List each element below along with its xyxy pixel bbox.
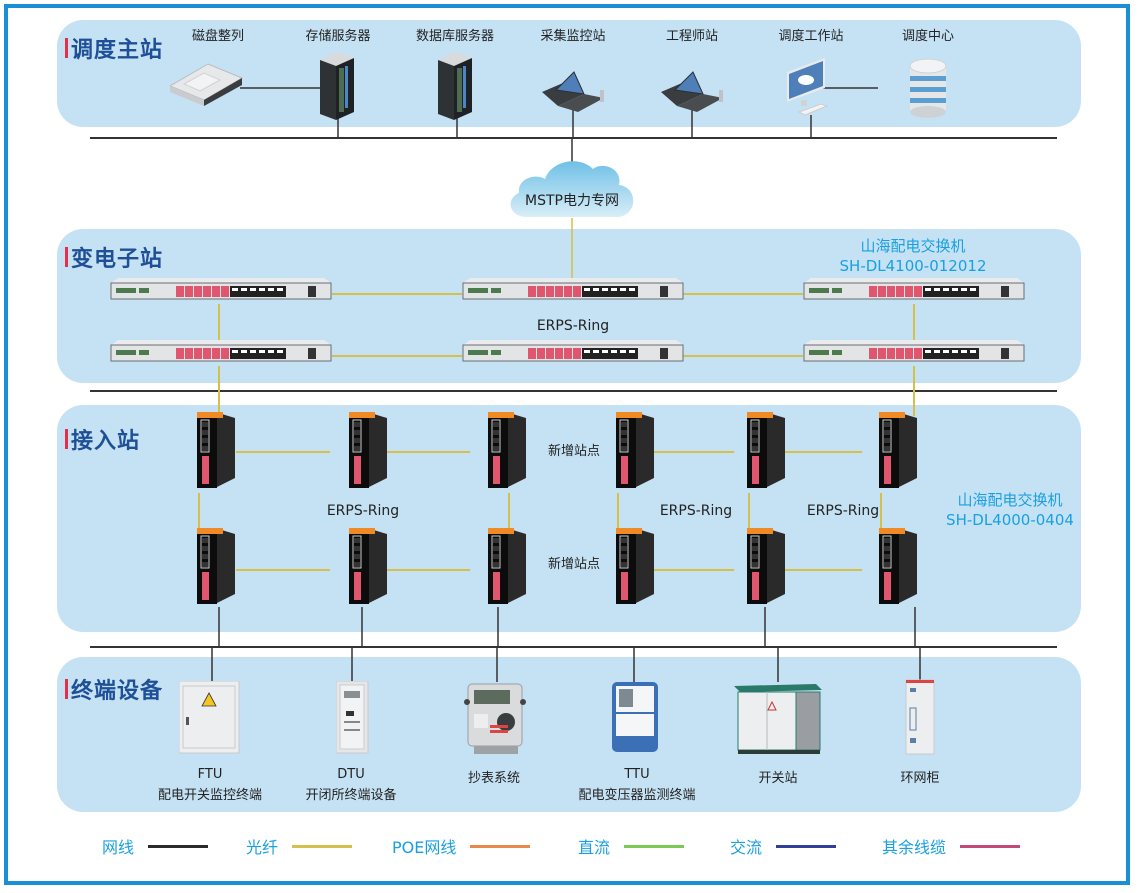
device-label: 调度中心 — [901, 29, 955, 44]
device-label: 存储服务器 — [305, 29, 371, 44]
zone-title-text: 调度主站 — [71, 38, 164, 63]
substation-switch-model: SH-DL4100-012012 — [839, 257, 987, 275]
accent-bar — [65, 679, 68, 699]
din-rail-switch-icon[interactable] — [616, 526, 656, 608]
disk-array-icon[interactable] — [170, 58, 250, 108]
electric-meter-icon[interactable] — [464, 680, 526, 756]
erps-ring-label: ERPS-Ring — [659, 503, 733, 519]
access-switch-model: SH-DL4000-0404 — [946, 511, 1074, 529]
new-site-label: 新增站点 — [547, 444, 601, 459]
device-label: 调度工作站 — [778, 29, 844, 44]
substation-switch-name: 山海配电交换机 — [860, 237, 966, 255]
device-label: 数据库服务器 — [415, 29, 495, 44]
legend-swatch-dc — [624, 844, 685, 848]
rack-switch-icon[interactable] — [462, 340, 684, 364]
zone-title-text: 变电子站 — [71, 247, 164, 272]
legend-label: 网线 — [102, 838, 135, 857]
database-icon[interactable] — [908, 58, 948, 120]
legend-swatch-ethernet — [148, 844, 209, 848]
monitor-workstation-icon[interactable] — [785, 58, 835, 118]
legend-label: 交流 — [730, 838, 763, 857]
terminal-sublabel: 开闭所终端设备 — [305, 788, 397, 803]
storage-server-icon[interactable] — [318, 52, 356, 122]
din-rail-switch-icon[interactable] — [879, 526, 919, 608]
legend-label: 其余线缆 — [882, 838, 947, 857]
zone-title: 终端设备 — [65, 673, 163, 705]
terminal-sublabel: 配电变压器监测终端 — [578, 788, 696, 803]
switching-station-icon[interactable] — [734, 680, 824, 756]
terminal-label: 开关站 — [758, 771, 798, 786]
zone-title-text: 接入站 — [71, 429, 141, 454]
legend-item: 光纤 — [246, 834, 353, 858]
cabinet-terminal-icon[interactable] — [336, 681, 372, 755]
legend-swatch-ac — [776, 844, 837, 848]
rack-console-icon[interactable] — [659, 68, 729, 114]
legend-label: 光纤 — [246, 838, 279, 857]
distribution-box-icon[interactable] — [179, 681, 241, 755]
din-rail-switch-icon[interactable] — [197, 410, 237, 492]
erps-ring-label: ERPS-Ring — [806, 503, 880, 519]
zone-title: 调度主站 — [65, 32, 163, 64]
din-rail-switch-icon[interactable] — [747, 410, 787, 492]
device-label: 磁盘整列 — [191, 29, 245, 44]
terminal-label: DTU — [337, 767, 365, 782]
legend-label: 直流 — [578, 838, 611, 857]
accent-bar — [65, 429, 68, 449]
terminal-label: TTU — [624, 767, 650, 782]
legend-swatch-other — [960, 844, 1021, 848]
rack-switch-icon[interactable] — [803, 278, 1025, 302]
zone-title-text: 终端设备 — [71, 679, 164, 704]
legend-swatch-fiber — [292, 844, 353, 848]
din-rail-switch-icon[interactable] — [488, 526, 528, 608]
din-rail-switch-icon[interactable] — [349, 526, 389, 608]
cloud-label: MSTP电力专网 — [525, 193, 619, 209]
rack-switch-icon[interactable] — [462, 278, 684, 302]
rack-switch-icon[interactable] — [110, 340, 332, 364]
erps-ring-label: ERPS-Ring — [536, 318, 610, 334]
accent-bar — [65, 247, 68, 267]
din-rail-switch-icon[interactable] — [488, 410, 528, 492]
access-switch-name: 山海配电交换机 — [957, 491, 1063, 509]
din-rail-switch-icon[interactable] — [879, 410, 919, 492]
rack-switch-icon[interactable] — [110, 278, 332, 302]
terminal-label: FTU — [197, 767, 223, 782]
din-rail-switch-icon[interactable] — [616, 410, 656, 492]
din-rail-switch-icon[interactable] — [349, 410, 389, 492]
device-label: 工程师站 — [665, 29, 719, 44]
erps-ring-label: ERPS-Ring — [326, 503, 400, 519]
rack-console-icon[interactable] — [540, 68, 610, 114]
din-rail-switch-icon[interactable] — [197, 526, 237, 608]
mstp-cloud-icon — [510, 161, 634, 217]
legend-item: 交流 — [730, 834, 837, 858]
terminal-sublabel: 配电开关监控终端 — [157, 788, 263, 803]
legend-item: 其余线缆 — [882, 834, 1021, 858]
legend: 网线 光纤 POE网线 直流 交流 其余线缆 — [0, 834, 1138, 857]
new-site-label: 新增站点 — [547, 557, 601, 572]
database-server-icon[interactable] — [436, 52, 474, 122]
legend-item: 直流 — [578, 834, 685, 858]
accent-bar — [65, 38, 68, 58]
zone-title: 变电子站 — [65, 241, 163, 273]
legend-item: 网线 — [102, 834, 209, 858]
din-rail-switch-icon[interactable] — [747, 526, 787, 608]
ring-main-unit-icon[interactable] — [904, 678, 938, 756]
rack-switch-icon[interactable] — [803, 340, 1025, 364]
terminal-label: 抄表系统 — [467, 771, 521, 786]
legend-label: POE网线 — [392, 838, 457, 857]
legend-item: POE网线 — [392, 834, 531, 858]
transformer-monitor-icon[interactable] — [610, 680, 660, 756]
device-label: 采集监控站 — [540, 29, 606, 44]
terminal-label: 环网柜 — [900, 771, 940, 786]
legend-swatch-poe — [470, 844, 531, 848]
zone-title: 接入站 — [65, 423, 140, 455]
